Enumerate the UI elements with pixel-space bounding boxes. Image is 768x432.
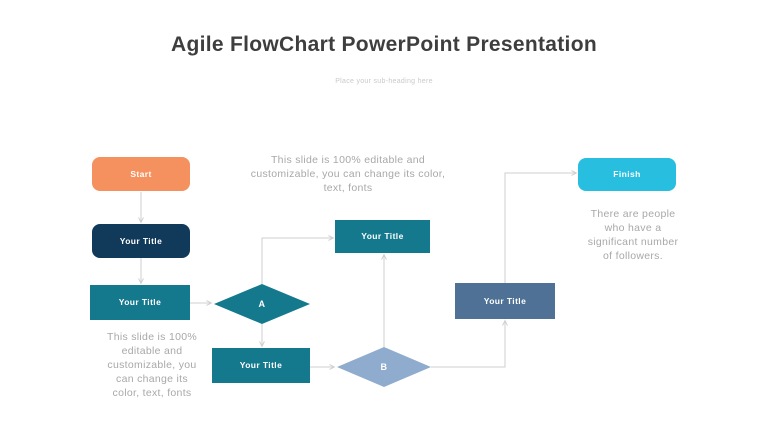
node-label: Your Title: [239, 360, 283, 371]
slide-title: Agile FlowChart PowerPoint Presentation: [171, 33, 597, 56]
note-editable-center: This slide is 100% editable and customiz…: [250, 154, 446, 194]
node-label: Start: [130, 168, 152, 179]
node-label: Your Title: [119, 235, 163, 246]
node-label: A: [258, 298, 266, 309]
node-your-title-teal-left: Your Title: [90, 285, 190, 320]
connector-decision-a-to-step-3: [261, 238, 333, 284]
node-label: Your Title: [483, 295, 527, 306]
node-your-title-teal-top: Your Title: [335, 220, 430, 253]
node-label: Your Title: [118, 297, 162, 308]
node-your-title-navy: Your Title: [92, 224, 190, 258]
connector-decision-b-to-step-5: [431, 321, 505, 368]
node-label: Your Title: [361, 231, 404, 242]
node-start: Start: [92, 157, 190, 191]
node-label: Finish: [613, 169, 641, 180]
node-your-title-slate: Your Title: [455, 283, 555, 319]
connector-step-5-to-finish: [504, 173, 576, 283]
slide-subtitle: Place your sub-heading here: [335, 78, 433, 85]
node-finish: Finish: [578, 158, 676, 191]
node-your-title-teal-bottom: Your Title: [212, 348, 310, 383]
node-label: B: [380, 361, 388, 372]
note-editable-bottom-left: This slide is 100% editable and customiz…: [106, 331, 198, 399]
note-followers-right: There are people who have a significant …: [587, 208, 679, 262]
